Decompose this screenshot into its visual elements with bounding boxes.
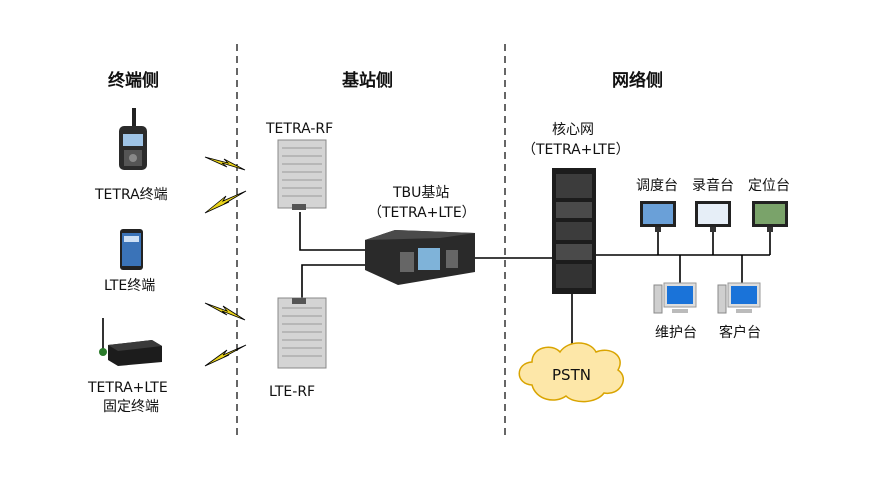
tbu-label-line1: TBU基站 — [393, 185, 450, 201]
connection-lines — [299, 212, 771, 345]
fixed-terminal-label-line2: 固定终端 — [103, 399, 159, 415]
tetra-terminal-label: TETRA终端 — [95, 187, 168, 203]
maintenance-console-label: 维护台 — [655, 325, 697, 341]
pstn-label: PSTN — [552, 366, 591, 384]
core-network-label-line2: （TETRA+LTE） — [522, 142, 630, 158]
tetra-rf-label: TETRA-RF — [266, 121, 334, 137]
client-console-label: 客户台 — [719, 325, 761, 341]
lightning-icon — [204, 344, 247, 367]
tetra-radio-icon — [119, 108, 147, 170]
dispatch-console-label: 调度台 — [636, 178, 678, 194]
lightning-icon — [204, 302, 246, 321]
tbu-base-station-icon — [365, 230, 475, 285]
recording-console-label: 录音台 — [692, 178, 734, 194]
positioning-monitor-icon — [752, 201, 788, 232]
maintenance-pc-icon — [653, 282, 697, 314]
fixed-terminal-icon — [99, 318, 162, 366]
recording-monitor-icon — [695, 201, 731, 232]
core-rack-icon — [552, 168, 596, 294]
section-header-terminal: 终端侧 — [108, 71, 159, 91]
tetra-rf-icon — [277, 139, 327, 210]
lte-phone-icon — [120, 229, 143, 270]
lightning-icon — [204, 190, 247, 214]
section-header-network: 网络侧 — [612, 71, 663, 91]
pstn-cloud-icon — [518, 342, 624, 403]
section-header-base-station: 基站侧 — [342, 71, 393, 91]
core-network-label-line1: 核心网 — [552, 122, 594, 138]
lte-rf-label: LTE-RF — [269, 384, 316, 400]
lte-terminal-label: LTE终端 — [104, 278, 156, 294]
dispatch-monitor-icon — [640, 201, 676, 232]
positioning-console-label: 定位台 — [748, 178, 790, 194]
tbu-label-line2: （TETRA+LTE） — [368, 205, 476, 221]
lightning-icon — [204, 156, 246, 171]
client-pc-icon — [717, 282, 761, 314]
lightning-icons — [204, 156, 247, 367]
lte-rf-icon — [277, 297, 327, 369]
fixed-terminal-label-line1: TETRA+LTE — [88, 380, 168, 396]
